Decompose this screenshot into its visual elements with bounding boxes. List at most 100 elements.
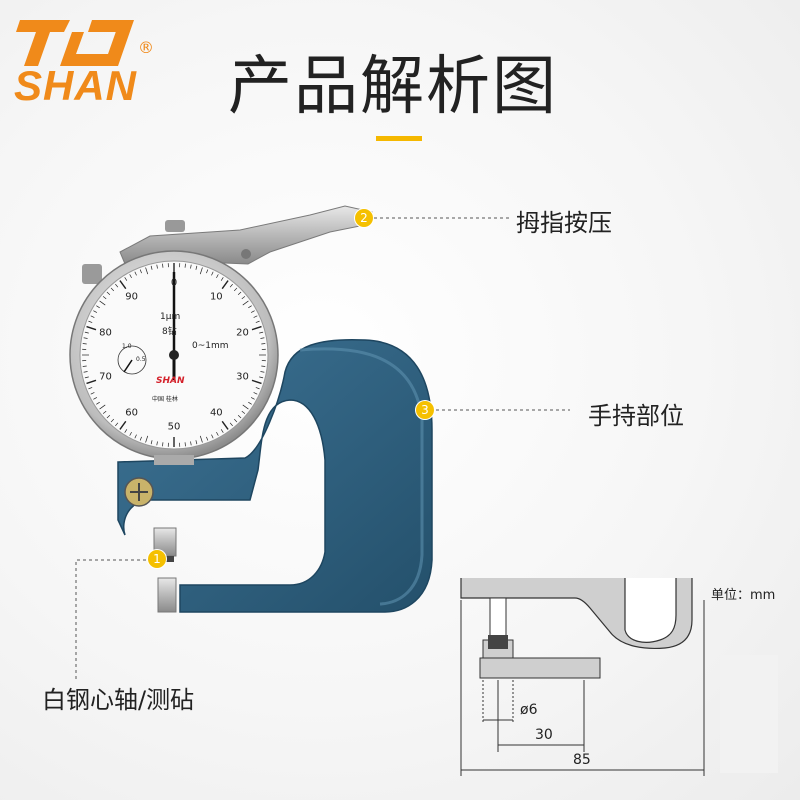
- dial-tick: [115, 422, 119, 427]
- dial-tick: [255, 320, 260, 323]
- dial-tick: [88, 320, 93, 323]
- dial-tick: [162, 442, 164, 447]
- dial-tick: [259, 376, 264, 379]
- dial-tick: [110, 418, 115, 423]
- dial-tick: [253, 392, 258, 395]
- dial-brand: SHAN: [156, 376, 185, 386]
- dial-tick: [86, 379, 97, 385]
- dial-scale-label: 90: [125, 291, 139, 303]
- callout-badge-1: 1: [148, 550, 166, 568]
- dial-tick: [250, 310, 255, 313]
- dial-tick: [195, 440, 198, 445]
- dial-tick: [124, 277, 128, 281]
- dial-tick: [110, 287, 115, 292]
- dial-tick: [156, 264, 158, 269]
- dial-tick: [241, 410, 246, 414]
- dial-tick: [119, 420, 127, 430]
- unit-label: 单位：mm: [711, 588, 776, 603]
- dial-tick: [96, 401, 100, 405]
- dial-tick: [93, 310, 98, 313]
- dial-tick: [251, 379, 262, 385]
- dial-tick: [82, 343, 87, 345]
- dial-tick: [82, 365, 87, 367]
- dial-tick: [156, 441, 158, 446]
- callout-badge-3: 3: [416, 401, 434, 419]
- dial-tick: [83, 337, 88, 339]
- dimension-drawing: [460, 578, 778, 776]
- dial-tick: [106, 291, 111, 296]
- dial-tick: [242, 404, 249, 410]
- dial-tick: [96, 305, 100, 309]
- dial-tick: [184, 263, 186, 268]
- dial-tick: [229, 283, 233, 288]
- dial-tick: [145, 267, 149, 275]
- dial-tick: [102, 410, 107, 414]
- dial-tick: [190, 264, 192, 269]
- dial-tick: [241, 296, 246, 300]
- dial-tick: [115, 283, 119, 288]
- dial-scale-label: 30: [236, 371, 249, 383]
- dial-tick: [93, 397, 98, 400]
- dial-scale-label: 40: [209, 407, 223, 419]
- dimension-85: 85: [573, 752, 591, 768]
- dial-tick: [106, 414, 111, 419]
- page-title: 产品解析图: [228, 50, 558, 124]
- brand-logo: [12, 10, 162, 120]
- small-dial-label-2: 0.5: [136, 356, 146, 363]
- dial-tick: [233, 287, 238, 292]
- dial-tick: [99, 404, 106, 410]
- dial-tick: [253, 315, 258, 318]
- dial-scale-label: 10: [209, 291, 223, 303]
- dial-tick: [129, 274, 132, 279]
- dial-scale-label: 70: [99, 371, 112, 383]
- dial-tick: [229, 422, 233, 427]
- dial-tick: [206, 436, 209, 441]
- dial-tick: [251, 325, 262, 331]
- dial-tick: [145, 435, 149, 443]
- dial-tick: [84, 331, 89, 334]
- dial-tick: [233, 418, 238, 423]
- dial-scale-label: 80: [99, 327, 112, 339]
- dial-tick: [216, 431, 219, 436]
- dial-tick: [260, 337, 265, 339]
- dial-scale-label: 20: [236, 327, 249, 339]
- dial-tick: [216, 274, 219, 279]
- dial-tick: [150, 265, 153, 270]
- small-dial-label-1: 1.0: [122, 343, 132, 350]
- dial-tick: [260, 371, 265, 373]
- dial-tick: [150, 440, 153, 445]
- dial-tick: [102, 296, 107, 300]
- dial-tick: [129, 431, 132, 436]
- dial-tick: [190, 441, 192, 446]
- dial-tick: [237, 414, 242, 419]
- logo-mark-icon: [16, 20, 134, 66]
- dial-scale-label: 0: [170, 277, 178, 289]
- dial-tick: [90, 392, 95, 395]
- dial-tick: [199, 267, 203, 275]
- dial-tick: [139, 436, 142, 441]
- dial-tick: [88, 387, 93, 390]
- dial-tick: [220, 429, 224, 433]
- gauge-frame: [117, 338, 433, 613]
- dial-tick: [162, 263, 164, 268]
- dial-tick: [84, 376, 89, 379]
- dial-scale-label: 60: [125, 407, 139, 419]
- dial-ticks: [82, 263, 266, 447]
- dial-tick: [90, 315, 95, 318]
- dial-tick: [248, 401, 252, 405]
- callout-label-spindle: 白钢心轴/测砧: [42, 686, 195, 714]
- dial-subtitle: 8钻: [162, 327, 177, 337]
- dial-tick: [221, 280, 229, 290]
- dial-tick: [211, 434, 214, 439]
- dial-tick: [237, 291, 242, 296]
- dial-tick: [199, 435, 203, 443]
- dial-tick: [242, 300, 249, 306]
- dial-tick: [259, 331, 264, 334]
- dial-tick: [184, 442, 186, 447]
- callout-label-thumb: 拇指按压: [516, 209, 612, 237]
- dial-tick: [139, 269, 142, 274]
- callout-badge-2: 2: [355, 209, 373, 227]
- dial-origin: 中国 桂林: [152, 396, 178, 403]
- dial-tick: [248, 305, 252, 309]
